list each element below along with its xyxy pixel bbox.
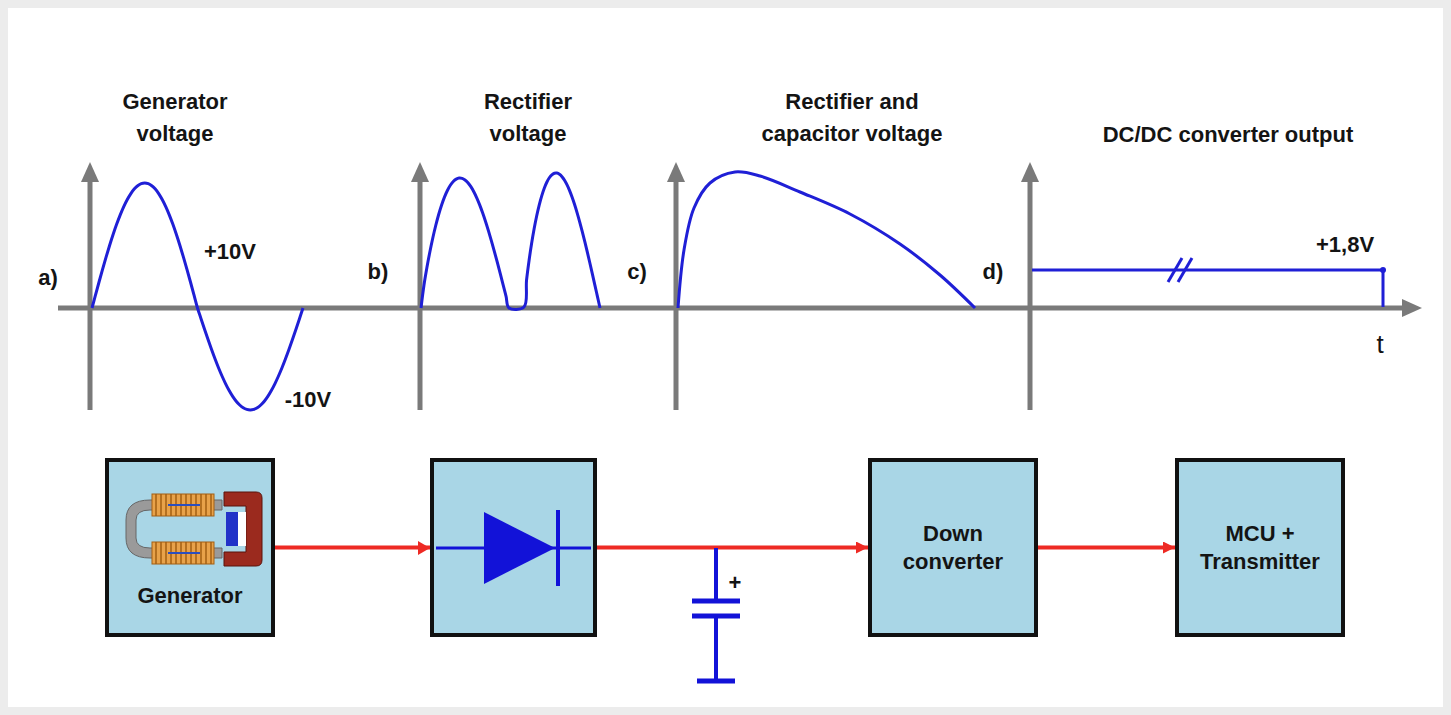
plot-label: +10V <box>204 236 256 268</box>
plot-label: b) <box>368 256 389 288</box>
mcu-box: MCU + Transmitter <box>1175 458 1345 637</box>
time-break-mark <box>1178 258 1192 282</box>
capacitor-symbol <box>692 548 740 681</box>
waveform-d <box>1032 270 1383 307</box>
plot-label: Generator voltage <box>100 86 250 150</box>
plot-label: a) <box>38 262 58 294</box>
waveform-c <box>678 172 975 308</box>
generator-fill <box>105 458 275 637</box>
plot-label: Rectifier voltage <box>453 86 603 150</box>
box-label: MCU + Transmitter <box>1187 520 1333 575</box>
generator-illustration <box>126 492 262 566</box>
plot-label: d) <box>983 256 1004 288</box>
waveform-dot <box>1380 267 1386 273</box>
plot-axes <box>58 162 1422 410</box>
waveform-b <box>421 173 600 309</box>
polarity-mark: + <box>729 567 742 599</box>
plot-label: t <box>1376 326 1383 364</box>
plot-label: DC/DC converter output <box>1103 119 1354 151</box>
power-connector <box>1038 546 1175 550</box>
box-label: Down converter <box>880 520 1026 575</box>
waveform-a <box>92 183 303 410</box>
box-label: Generator <box>137 582 242 610</box>
plot-label: Rectifier and capacitor voltage <box>745 86 960 150</box>
plot-label: +1,8V <box>1316 229 1374 261</box>
waveforms <box>92 172 1386 410</box>
generator-box: Generator <box>105 458 275 637</box>
converter-box: Down converter <box>868 458 1038 637</box>
diode-box <box>418 460 595 635</box>
plot-label: c) <box>627 256 647 288</box>
plot-label: -10V <box>285 384 331 416</box>
